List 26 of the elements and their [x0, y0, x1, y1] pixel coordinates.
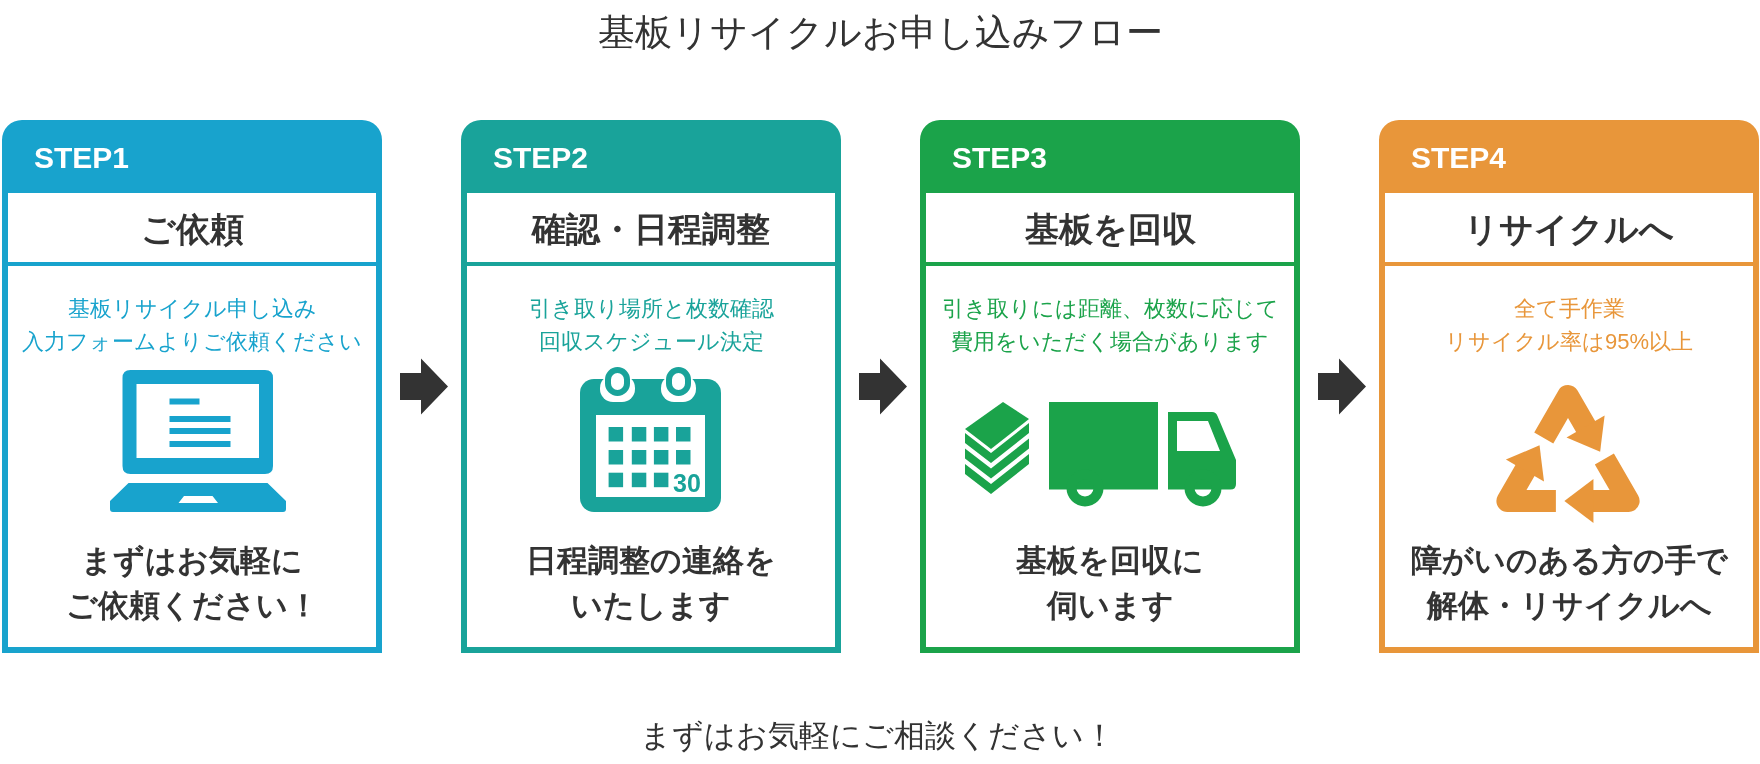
- step-label: STEP2: [493, 142, 589, 173]
- step-message: 日程調整の連絡をいたします: [525, 541, 777, 625]
- step-label: STEP1: [34, 142, 130, 173]
- step-card: [1379, 120, 1759, 653]
- step-message: まずはお気軽にご依頼ください！: [64, 541, 320, 625]
- diagram-title: 基板リサイクルお申し込みフロー: [597, 11, 1163, 55]
- step-card: [461, 120, 841, 653]
- step-note: 基板リサイクル申し込み入力フォームよりご依頼ください: [21, 294, 363, 356]
- calendar-date: 30: [673, 470, 701, 496]
- step-heading: 基板を回収: [1024, 208, 1196, 249]
- step-message: 基板を回収に伺います: [1015, 541, 1205, 625]
- step-heading: リサイクルへ: [1464, 208, 1674, 249]
- step-card: [920, 120, 1300, 653]
- step-label: STEP3: [952, 142, 1048, 173]
- step-heading: 確認・日程調整: [532, 208, 770, 249]
- step-note: 引き取り場所と枚数確認回収スケジュール決定: [527, 294, 775, 356]
- step-note: 全て手作業リサイクル率は95%以上: [1443, 294, 1694, 356]
- step-heading: ご依頼: [140, 208, 244, 249]
- step-label: STEP4: [1411, 142, 1507, 173]
- arrow: [1318, 358, 1366, 415]
- step-message: 障がいのある方の手で解体・リサイクルへ: [1409, 541, 1729, 625]
- step-card: [2, 120, 382, 653]
- closing-note: まずはお気軽にご相談ください！: [639, 717, 1115, 754]
- arrow: [400, 358, 448, 415]
- arrow: [859, 358, 907, 415]
- step-note: 引き取りには距離、枚数に応じて費用をいただく場合があります: [940, 294, 1280, 356]
